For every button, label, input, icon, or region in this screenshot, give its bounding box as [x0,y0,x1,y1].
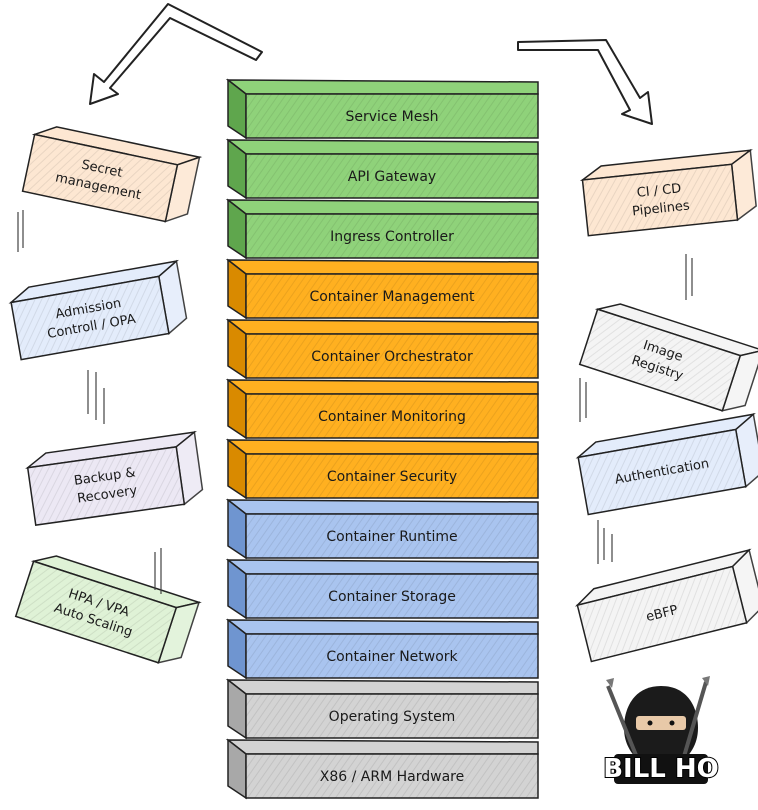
layer-container-storage: Container Storage [225,558,539,620]
right-block-label: CI / CD [636,181,682,201]
layer-label: Container Storage [328,589,456,605]
layer-container-orchestrator: Container Orchestrator [225,318,539,380]
layer-service-mesh: Service Mesh [225,78,539,140]
layer-operating-system: Operating System [225,678,539,740]
right-blocks: CI / CDPipelinesImageRegistryAuthenticat… [574,148,758,663]
layer-x86-arm-hardware: X86 / ARM Hardware [225,738,539,800]
layer-label: Operating System [329,709,456,725]
layer-container-security: Container Security [225,438,539,500]
layer-label: X86 / ARM Hardware [320,769,464,785]
layer-api-gateway: API Gateway [225,138,539,200]
layer-label: Container Orchestrator [311,349,473,365]
logo-text: BILL HO [603,754,719,784]
layer-container-monitoring: Container Monitoring [225,378,539,440]
layer-ingress-controller: Ingress Controller [225,198,539,260]
layer-label: Ingress Controller [330,229,454,245]
layer-container-network: Container Network [225,618,539,680]
layer-label: Container Monitoring [318,409,466,425]
layer-label: API Gateway [348,169,436,185]
right-arrow-icon [517,39,653,125]
layer-label: Container Security [327,469,457,485]
layer-label: Container Management [309,289,475,305]
layer-container-runtime: Container Runtime [225,498,539,560]
right-block-authentication: Authentication [575,412,758,516]
bill-ho-logo: BILL HO [602,676,720,788]
layer-container-management: Container Management [225,258,539,320]
motion-lines [17,210,693,594]
right-block-ebfp: eBFP [574,548,758,663]
layer-label: Container Network [326,649,458,665]
left-arrow-icon [89,3,263,105]
right-block-label: Pipelines [631,198,690,219]
layer-label: Container Runtime [326,529,457,545]
left-block-backup-recovery: Backup &Recovery [25,430,204,527]
layer-label: Service Mesh [345,109,438,125]
